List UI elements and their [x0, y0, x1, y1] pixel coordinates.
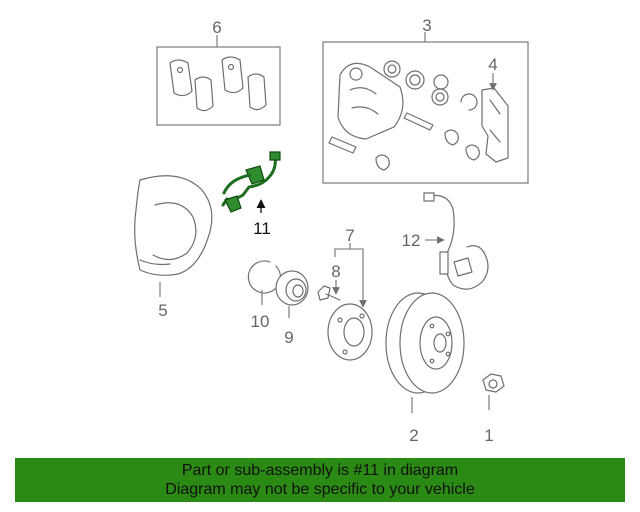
- callout-9[interactable]: 9: [284, 328, 293, 347]
- banner-line-2: Diagram may not be specific to your vehi…: [165, 481, 475, 498]
- speed-sensor[interactable]: [423, 192, 489, 290]
- wheel-bearing[interactable]: [275, 270, 309, 306]
- callout-11[interactable]: 11: [253, 219, 271, 238]
- caliper-support[interactable]: [481, 87, 509, 163]
- hub-bolt[interactable]: [317, 285, 341, 301]
- callout-12[interactable]: 12: [402, 231, 421, 250]
- callout-6[interactable]: 6: [212, 18, 221, 37]
- callout-1[interactable]: 1: [484, 426, 493, 445]
- dust-shield[interactable]: [134, 175, 213, 276]
- callout-5[interactable]: 5: [158, 301, 167, 320]
- brake-hose[interactable]: [221, 151, 281, 213]
- callout-10[interactable]: 10: [251, 312, 270, 331]
- axle-hub[interactable]: [327, 303, 373, 361]
- hub-nut[interactable]: [482, 373, 505, 393]
- callout-4[interactable]: 4: [488, 55, 497, 74]
- caliper-assembly[interactable]: [322, 32, 529, 184]
- banner-line-1: Part or sub-assembly is #11 in diagram: [181, 462, 459, 479]
- callout-7[interactable]: 7: [345, 226, 354, 245]
- brake-pad-set[interactable]: [156, 35, 281, 126]
- callout-2[interactable]: 2: [409, 426, 418, 445]
- notice-banner: Part or sub-assembly is #11 in diagram D…: [15, 458, 625, 502]
- callout-8[interactable]: 8: [331, 262, 340, 281]
- callout-3[interactable]: 3: [422, 16, 431, 35]
- brake-rotor[interactable]: [385, 292, 465, 394]
